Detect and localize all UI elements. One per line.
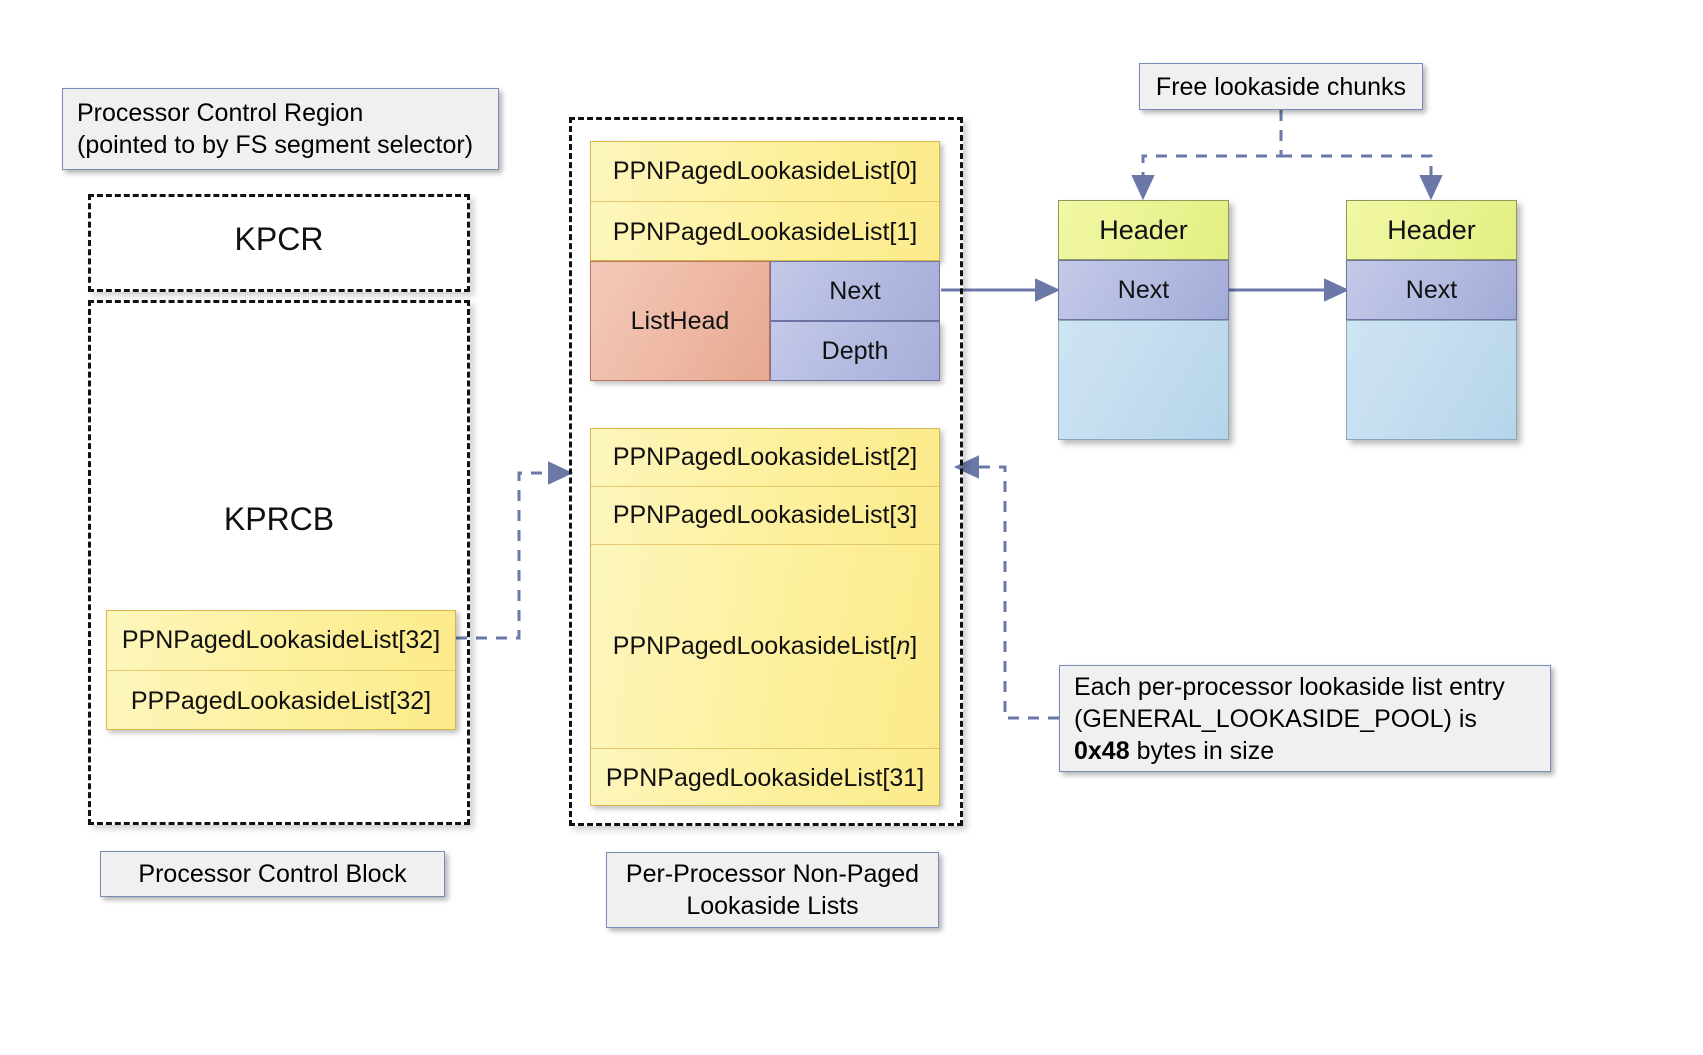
caption-center-line1: Per-Processor Non-Paged — [625, 860, 920, 888]
region-kprcb: KPRCB — [88, 300, 470, 825]
callout-entry-size-note: Each per-processor lookaside list entry … — [1059, 665, 1551, 772]
connector-sizenote — [953, 455, 1059, 720]
center-row-1[interactable]: PPNPagedLookasideList[1] — [591, 202, 939, 260]
next-label: Next — [829, 276, 881, 305]
center-row-n-suffix: ] — [910, 632, 918, 660]
caption-per-processor-lists: Per-Processor Non-Paged Lookaside Lists — [606, 852, 939, 928]
kprcb-row-ppnpaged[interactable]: PPNPagedLookasideList[32] — [107, 611, 455, 671]
caption-pcb-text: Processor Control Block — [138, 860, 407, 888]
center-row-2[interactable]: PPNPagedLookasideList[2] — [591, 429, 939, 487]
chunk-2-next-label: Next — [1405, 275, 1458, 304]
note-line-2: (GENERAL_LOOKASIDE_POOL) is — [1074, 704, 1477, 733]
kpcr-label: KPCR — [234, 221, 324, 257]
kprcb-lookaside-rows: PPNPagedLookasideList[32] PPPagedLookasi… — [106, 610, 456, 730]
callout-pcr-line1: Processor Control Region — [77, 99, 364, 127]
note-size-rest: bytes in size — [1129, 736, 1275, 765]
caption-center-line2: Lookaside Lists — [686, 892, 859, 920]
chunk-1-header-label: Header — [1099, 214, 1188, 245]
chunk-1-next[interactable]: Next — [1058, 260, 1229, 320]
note-line-1: Each per-processor lookaside list entry — [1074, 672, 1505, 701]
center-row-n-index: n — [896, 632, 911, 660]
center-row-n[interactable]: PPNPagedLookasideList[n] — [591, 545, 939, 749]
listhead-label: ListHead — [630, 306, 730, 335]
lookaside-chunk-1: Header Next — [1058, 200, 1229, 440]
kprcb-label: KPRCB — [223, 501, 335, 537]
center-row-n-prefix: PPNPagedLookasideList[ — [612, 632, 897, 660]
connector-freechunks — [1131, 110, 1443, 201]
connector-kprcb-to-center — [456, 461, 574, 640]
kprcb-row-pppaged[interactable]: PPPagedLookasideList[32] — [107, 671, 455, 729]
center-bottom-rows: PPNPagedLookasideList[2] PPNPagedLookasi… — [590, 428, 940, 806]
center-row-3[interactable]: PPNPagedLookasideList[3] — [591, 487, 939, 545]
center-top-rows: PPNPagedLookasideList[0] PPNPagedLookasi… — [590, 141, 940, 261]
listhead-cell[interactable]: ListHead — [590, 261, 770, 381]
callout-free-text: Free lookaside chunks — [1155, 72, 1407, 101]
center-row-31[interactable]: PPNPagedLookasideList[31] — [591, 749, 939, 805]
depth-label: Depth — [821, 336, 889, 365]
chunk-1-next-label: Next — [1117, 275, 1170, 304]
chunk-1-header[interactable]: Header — [1058, 200, 1229, 260]
callout-pcr-line2: (pointed to by FS segment selector) — [77, 131, 474, 159]
callout-free-lookaside-chunks: Free lookaside chunks — [1139, 63, 1423, 110]
lookaside-chunk-2: Header Next — [1346, 200, 1517, 440]
caption-processor-control-block: Processor Control Block — [100, 851, 445, 897]
region-kpcr: KPCR — [88, 194, 470, 292]
listhead-depth-cell[interactable]: Depth — [770, 321, 940, 381]
note-size-value: 0x48 — [1074, 736, 1130, 765]
region-per-processor-lists — [569, 117, 963, 826]
chunk-2-header-label: Header — [1387, 214, 1476, 245]
chunk-2-body — [1346, 320, 1517, 440]
chunk-1-body — [1058, 320, 1229, 440]
note-line-3: 0x48 bytes in size — [1074, 735, 1274, 767]
center-row-0[interactable]: PPNPagedLookasideList[0] — [591, 142, 939, 202]
chunk-2-header[interactable]: Header — [1346, 200, 1517, 260]
chunk-2-next[interactable]: Next — [1346, 260, 1517, 320]
listhead-next-cell[interactable]: Next — [770, 261, 940, 321]
callout-processor-control-region: Processor Control Region (pointed to by … — [62, 88, 499, 170]
